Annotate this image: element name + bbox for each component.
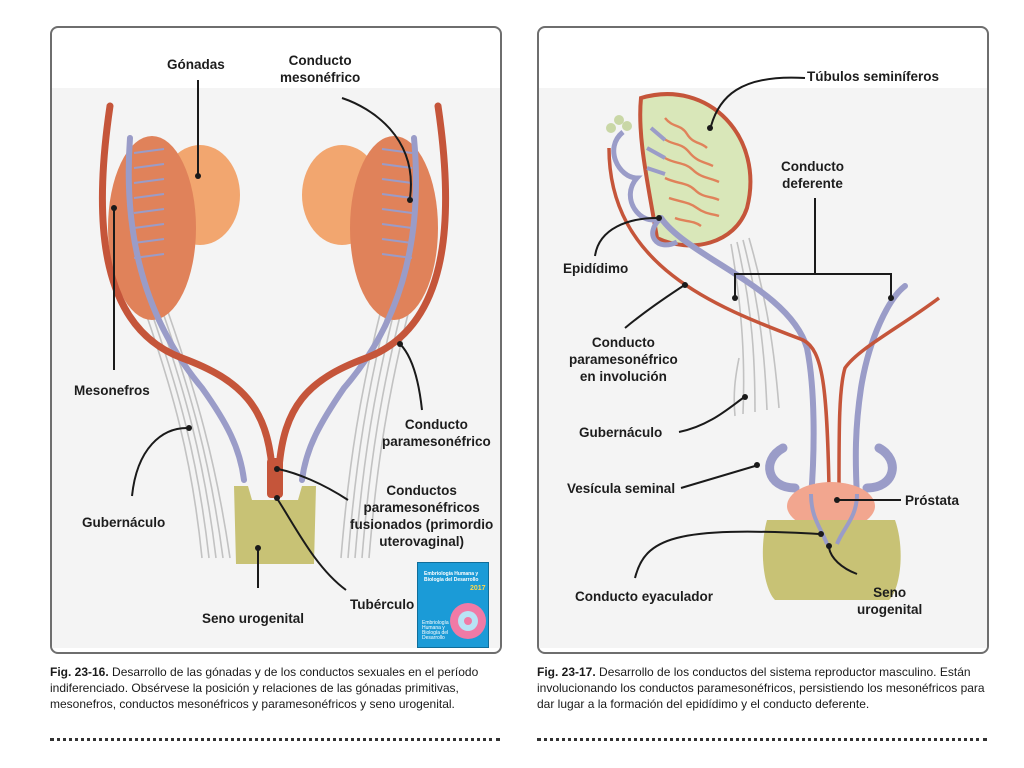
dotted-divider-left	[50, 738, 500, 741]
urogenital-sinus	[762, 520, 901, 600]
caption-fig-23-16-number: Fig. 23-16.	[50, 665, 109, 679]
ductus-deferens-left	[658, 215, 817, 501]
book-cover-art	[450, 603, 486, 639]
book-cover-year: 2017	[470, 585, 486, 592]
mesonephros-right	[350, 136, 438, 320]
mesonephric-tubules-right	[381, 148, 413, 259]
label-tuberculo: Tubérculo	[350, 597, 415, 612]
caption-fig-23-16: Fig. 23-16. Desarrollo de las gónadas y …	[50, 664, 500, 712]
book-cover-subtitle: Embriología Humana y Biología del Desarr…	[422, 620, 449, 641]
caption-fig-23-17-number: Fig. 23-17.	[537, 665, 596, 679]
caption-fig-23-17: Fig. 23-17. Desarrollo de los conductos …	[537, 664, 987, 712]
seminal-vesicle-right	[862, 443, 897, 493]
fused-paramesonephric-ducts	[267, 458, 283, 498]
label-conducto-mesonefrico: Conducto mesonéfrico	[280, 53, 361, 85]
label-conducto-deferente: Conducto deferente	[781, 159, 844, 191]
label-conducto-paramesonefrico: Conducto paramesonéfrico	[382, 417, 491, 449]
label-tubulos-seminiferos: Túbulos seminíferos	[807, 69, 940, 84]
seminal-vesicle-left	[765, 443, 800, 493]
urogenital-sinus	[234, 486, 316, 564]
label-gubernaculo: Gubernáculo	[82, 515, 166, 530]
label-epididimo: Epidídimo	[563, 261, 629, 276]
ejaculatory-duct-left	[809, 493, 829, 545]
figure-23-17-panel: Túbulos seminíferos Conducto deferente E…	[537, 26, 989, 654]
label-seno-urogenital: Seno urogenital	[202, 611, 305, 626]
paramesonephric-duct-left	[98, 102, 276, 472]
dotted-divider-right	[537, 738, 987, 741]
paramesonephric-duct-involuting-right	[837, 296, 941, 489]
paramesonephric-duct-involuting-left	[607, 147, 831, 489]
gonad-duct-illustration	[52, 80, 500, 648]
label-vesicula-seminal: Vesícula seminal	[567, 481, 676, 496]
mesonephric-tubules-left	[133, 148, 165, 259]
appendix-testis	[606, 115, 632, 133]
label-conductos-fusionados: Conductos paramesonéfricos fusionados (p…	[350, 483, 494, 549]
label-conducto-eyaculador: Conducto eyaculador	[575, 589, 714, 604]
label-mesonefros: Mesonefros	[74, 383, 150, 398]
book-cover-image: Embriología Humana y Biología del Desarr…	[417, 562, 489, 648]
label-gubernaculo: Gubernáculo	[579, 425, 663, 440]
right-leader-lines	[594, 76, 901, 579]
seminiferous-tubules	[662, 117, 720, 227]
male-duct-illustration	[539, 76, 987, 648]
paramesonephric-duct-right	[275, 102, 450, 472]
caption-fig-23-17-text: Desarrollo de los conductos del sistema …	[537, 665, 985, 711]
efferent-ducts	[646, 126, 667, 176]
mesonephric-duct-left	[125, 135, 247, 483]
left-leader-lines	[111, 80, 423, 591]
ductus-deferens-right	[852, 283, 908, 501]
book-cover-title: Embriología Humana y Biología del Desarr…	[424, 571, 479, 583]
figure-23-16-panel: Gónadas Conducto mesonéfrico Mesonefros …	[50, 26, 502, 654]
mesonephros-left	[108, 136, 196, 320]
mesonephric-duct-right	[299, 135, 419, 483]
caption-fig-23-16-text: Desarrollo de las gónadas y de los condu…	[50, 665, 479, 711]
label-prostata: Próstata	[905, 493, 960, 508]
label-gonadas: Gónadas	[167, 57, 225, 72]
label-conducto-paramesonefrico-involucion: Conducto paramesonéfrico en involución	[569, 335, 678, 384]
label-seno-urogenital: Seno urogenital	[857, 585, 923, 617]
epididymis-duct	[611, 130, 679, 248]
testis	[638, 92, 753, 248]
